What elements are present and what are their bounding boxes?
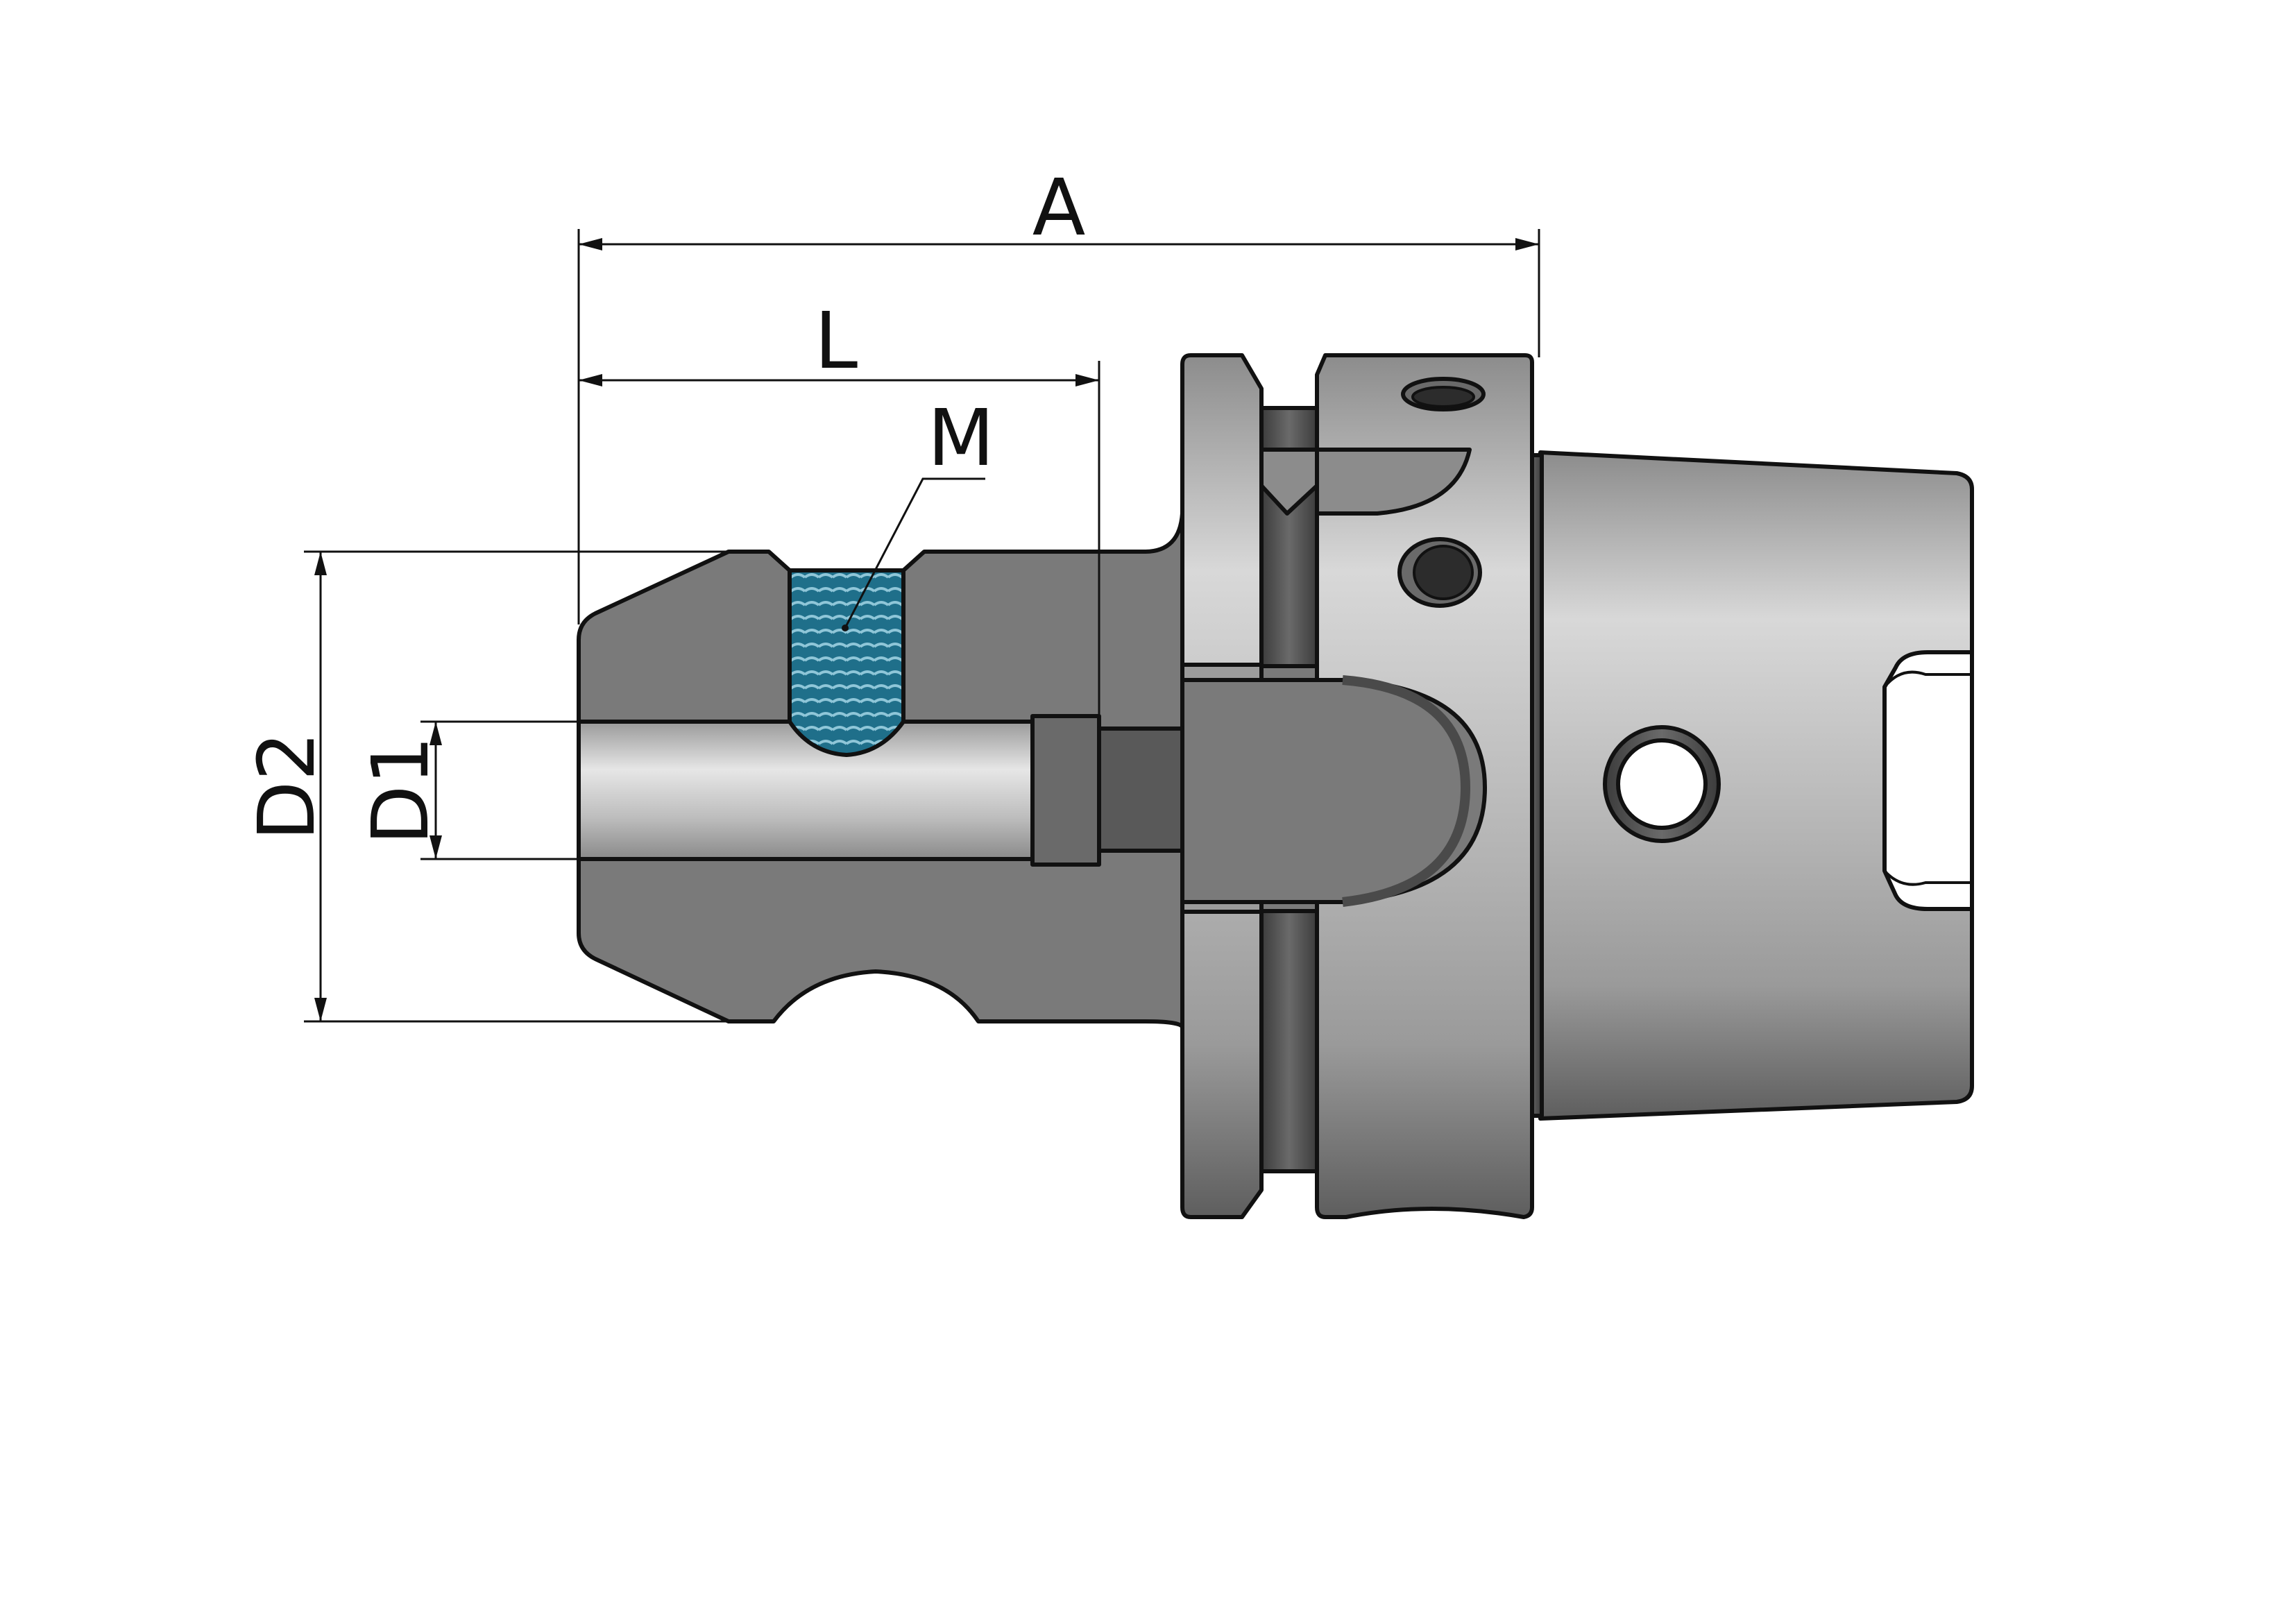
bore (577, 720, 1039, 861)
shank-hole-inner (1616, 738, 1708, 830)
label-l: L (815, 296, 858, 386)
bore-step (1030, 714, 1101, 867)
clamping-screw (788, 568, 905, 757)
dimensions: A L M D2 D1 (242, 163, 1540, 1023)
label-a: A (1032, 163, 1086, 253)
drive-slot (1882, 650, 1974, 911)
label-d1: D1 (356, 736, 446, 845)
label-m: M (928, 393, 995, 484)
taper-shank (1516, 450, 1974, 1121)
leader-m (844, 477, 985, 629)
label-d2: D2 (242, 731, 332, 841)
section-body (577, 511, 1487, 1029)
